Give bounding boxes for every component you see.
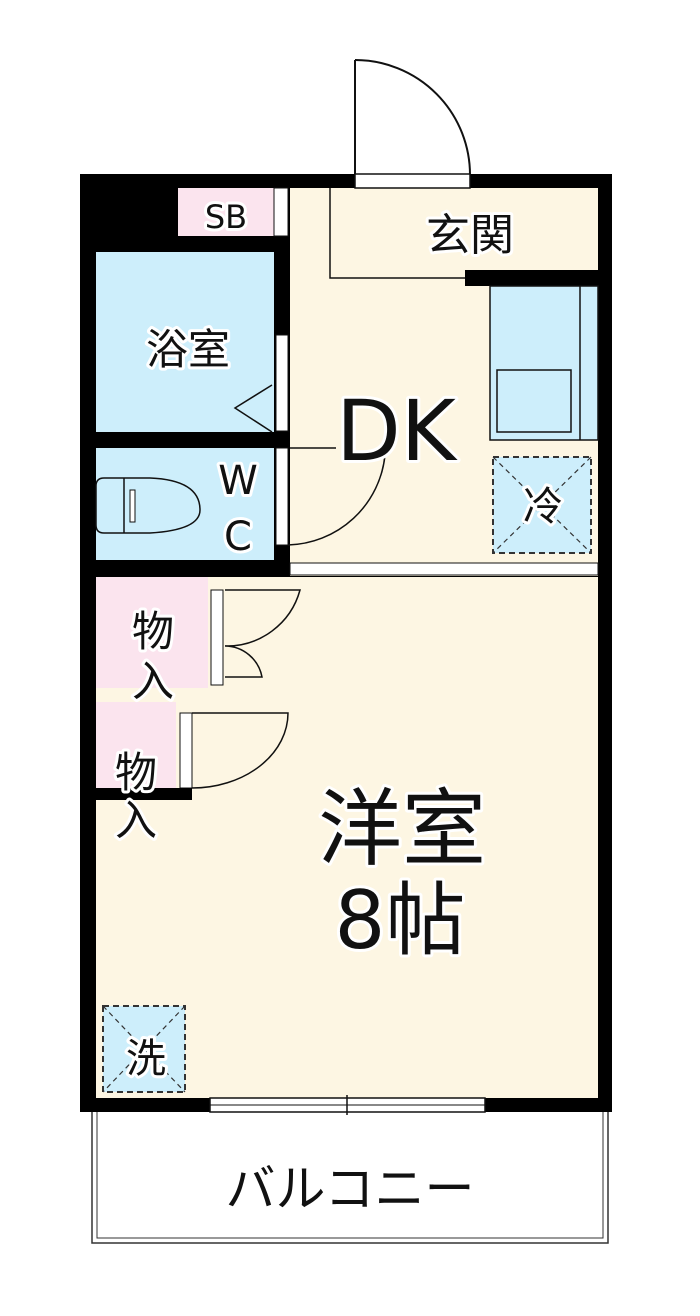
label-storage-2a: 物 bbox=[115, 748, 157, 797]
label-storage-1a: 物 bbox=[132, 607, 174, 656]
label-storage-2b: 入 bbox=[115, 796, 157, 845]
label-western-room: 洋室 bbox=[318, 780, 486, 878]
label-washer: 洗 bbox=[126, 1036, 166, 1082]
label-shoe-box: SB bbox=[205, 198, 247, 236]
label-entrance: 玄関 bbox=[426, 210, 514, 261]
label-bathroom: 浴室 bbox=[146, 325, 230, 374]
balcony bbox=[91, 1109, 609, 1244]
storage-2 bbox=[96, 702, 176, 788]
kitchen-counter bbox=[489, 285, 599, 441]
shoe-box bbox=[178, 188, 274, 236]
label-fridge: 冷 bbox=[523, 484, 563, 530]
washer-space bbox=[102, 1005, 186, 1093]
label-western-room-size: 8帖 bbox=[335, 874, 466, 967]
label-wc-c: C bbox=[224, 514, 252, 560]
entrance-door bbox=[354, 59, 472, 177]
label-wc-w: W bbox=[218, 458, 258, 504]
label-storage-1b: 入 bbox=[132, 657, 174, 706]
storage-1 bbox=[96, 577, 208, 688]
label-dining-kitchen: DK bbox=[336, 382, 458, 480]
toilet-icon bbox=[95, 477, 201, 534]
fridge-space bbox=[492, 456, 592, 554]
label-balcony: バルコニー bbox=[226, 1160, 475, 1218]
balcony-window bbox=[209, 1095, 486, 1115]
